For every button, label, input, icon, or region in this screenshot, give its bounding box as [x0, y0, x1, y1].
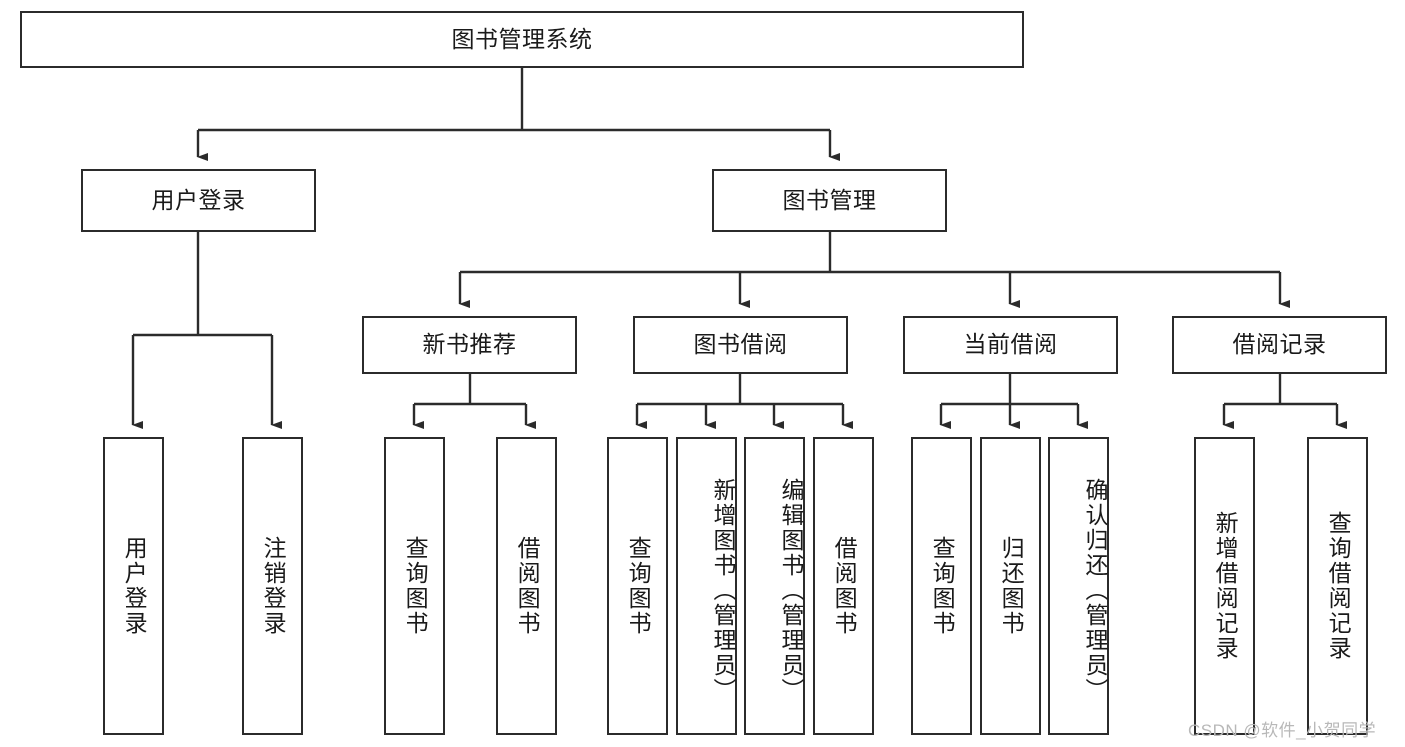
node-user-login[interactable]: 用户登录: [81, 169, 316, 232]
leaf-user-login[interactable]: 用户登录: [103, 437, 164, 735]
leaf-query-book-recommend[interactable]: 查询图书: [384, 437, 445, 735]
leaf-query-book-current[interactable]: 查询图书: [911, 437, 972, 735]
leaf-add-book-admin[interactable]: 新增图书（管理员）: [676, 437, 737, 735]
node-borrow-record[interactable]: 借阅记录: [1172, 316, 1387, 374]
leaf-query-borrow-record[interactable]: 查询借阅记录: [1307, 437, 1368, 735]
node-root-book-management-system[interactable]: 图书管理系统: [20, 11, 1024, 68]
csdn-watermark: CSDN @软件_小贺同学: [1188, 721, 1377, 740]
leaf-logout-login[interactable]: 注销登录: [242, 437, 303, 735]
leaf-return-book[interactable]: 归还图书: [980, 437, 1041, 735]
leaf-borrow-book-recommend[interactable]: 借阅图书: [496, 437, 557, 735]
node-new-book-recommend[interactable]: 新书推荐: [362, 316, 577, 374]
leaf-borrow-book[interactable]: 借阅图书: [813, 437, 874, 735]
node-book-manage[interactable]: 图书管理: [712, 169, 947, 232]
leaf-confirm-return-admin[interactable]: 确认归还（管理员）: [1048, 437, 1109, 735]
node-current-borrow[interactable]: 当前借阅: [903, 316, 1118, 374]
leaf-edit-book-admin[interactable]: 编辑图书（管理员）: [744, 437, 805, 735]
leaf-add-borrow-record[interactable]: 新增借阅记录: [1194, 437, 1255, 735]
node-book-borrow[interactable]: 图书借阅: [633, 316, 848, 374]
leaf-query-book-borrow[interactable]: 查询图书: [607, 437, 668, 735]
